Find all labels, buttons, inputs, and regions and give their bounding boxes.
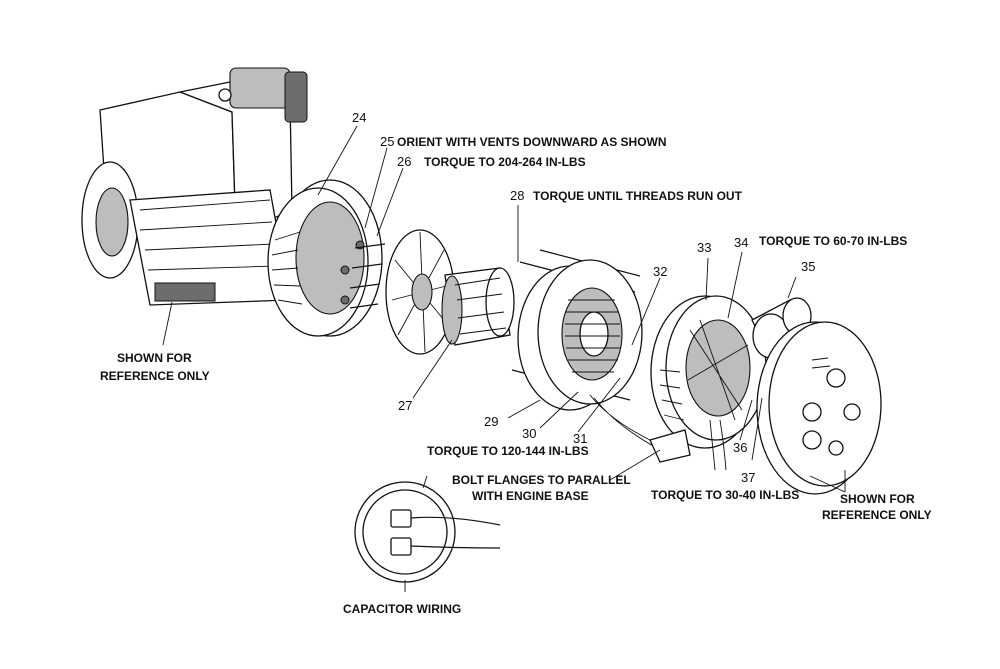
label-33: 33 — [697, 240, 711, 255]
capacitor-wiring-inset — [354, 475, 501, 592]
control-panel-reference — [756, 321, 882, 495]
note-torque-204: TORQUE TO 204-264 IN-LBS — [424, 155, 586, 169]
note-ref-left-line2: REFERENCE ONLY — [100, 369, 210, 383]
note-torque-120: TORQUE TO 120-144 IN-LBS — [427, 444, 589, 458]
label-35: 35 — [801, 259, 815, 274]
engine-assembly — [81, 67, 308, 306]
label-26: 26 — [397, 154, 411, 169]
note-orient: ORIENT WITH VENTS DOWNWARD AS SHOWN — [397, 135, 667, 149]
note-torque-threads: TORQUE UNTIL THREADS RUN OUT — [533, 189, 743, 203]
label-37: 37 — [741, 470, 755, 485]
note-ref-right-line1: SHOWN FOR — [840, 492, 915, 506]
part-stator — [517, 259, 671, 456]
label-27: 27 — [398, 398, 412, 413]
leader-lines — [162, 125, 846, 493]
note-ref-left-line1: SHOWN FOR — [117, 351, 192, 365]
part-27-rotor — [441, 267, 515, 346]
label-29: 29 — [484, 414, 498, 429]
label-36: 36 — [733, 440, 747, 455]
label-32: 32 — [653, 264, 667, 279]
part-33-end-bell — [649, 295, 767, 471]
note-bolt-flanges-line1: BOLT FLANGES TO PARALLEL — [452, 473, 631, 487]
part-24-adapter-housing — [267, 179, 383, 337]
part-fan — [385, 229, 455, 355]
label-25: 25 — [380, 134, 394, 149]
note-ref-right-line2: REFERENCE ONLY — [822, 508, 932, 522]
label-31: 31 — [573, 431, 587, 446]
part-26-bolts — [349, 243, 386, 309]
note-torque-60: TORQUE TO 60-70 IN-LBS — [759, 234, 907, 248]
note-torque-30: TORQUE TO 30-40 IN-LBS — [651, 488, 799, 502]
label-28: 28 — [510, 188, 524, 203]
label-24: 24 — [352, 110, 366, 125]
label-34: 34 — [734, 235, 748, 250]
label-30: 30 — [522, 426, 536, 441]
note-capacitor-wiring: CAPACITOR WIRING — [343, 602, 461, 616]
note-bolt-flanges-line2: WITH ENGINE BASE — [472, 489, 589, 503]
